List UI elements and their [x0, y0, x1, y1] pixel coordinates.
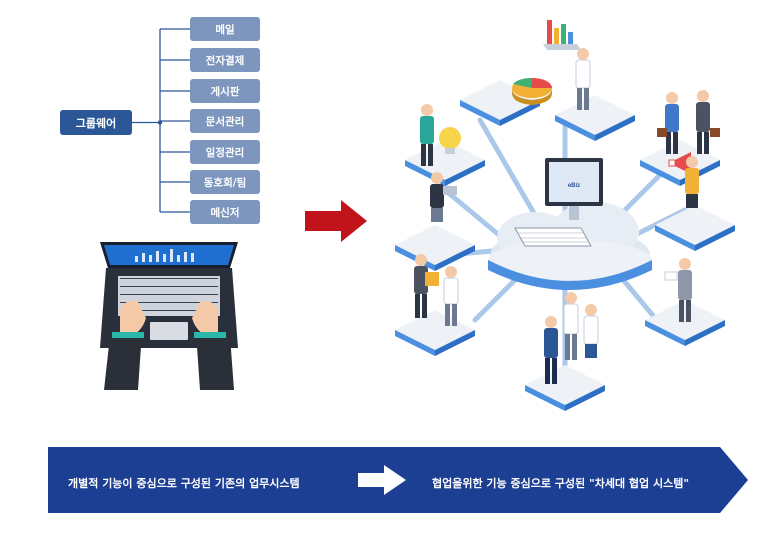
lightbulb-icon — [439, 127, 461, 154]
person-icon — [664, 258, 692, 322]
collaboration-network-illustration: eBiz — [395, 20, 735, 411]
pie-chart-icon — [512, 77, 552, 105]
person-icon — [420, 104, 434, 166]
monitor-icon: eBiz — [545, 158, 603, 220]
person-icon — [430, 172, 457, 222]
bar-chart-icon — [543, 20, 581, 50]
svg-text:eBiz: eBiz — [568, 183, 580, 189]
red-arrow-icon — [305, 200, 367, 242]
banner-left-text: 개별적 기능이 중심으로 구성된 기존의 업무시스템 — [68, 477, 300, 490]
groupware-child-node: 전자결제 — [190, 48, 260, 72]
banner-right-text: 협업을위한 기능 중심으로 구성된 "차세대 협업 시스템" — [432, 477, 690, 490]
groupware-child-node: 메신저 — [190, 200, 260, 224]
white-arrow-icon — [358, 465, 406, 495]
groupware-root-node: 그룹웨어 — [60, 110, 132, 135]
groupware-child-node: 메일 — [190, 17, 260, 41]
platform-tile — [395, 310, 475, 356]
keyboard-icon — [514, 227, 592, 247]
person-icon — [414, 254, 439, 318]
platform-tile — [655, 205, 735, 251]
laptop-icon — [100, 242, 238, 390]
groupware-child-node: 게시판 — [190, 79, 260, 103]
person-icon — [583, 304, 599, 358]
person-icon — [685, 156, 699, 208]
person-icon — [563, 292, 579, 360]
person-icon — [575, 48, 591, 110]
groupware-child-node: 동호회/팀 — [190, 170, 260, 194]
platform-tile — [395, 225, 475, 271]
comparison-banner — [48, 447, 748, 513]
groupware-child-node: 일정관리 — [190, 140, 260, 164]
person-icon — [657, 92, 679, 154]
platform-tile — [525, 365, 605, 411]
groupware-child-node: 문서관리 — [190, 109, 260, 133]
person-icon — [544, 316, 558, 384]
platform-tile — [645, 300, 725, 346]
person-icon — [443, 266, 459, 326]
person-icon — [696, 90, 720, 154]
